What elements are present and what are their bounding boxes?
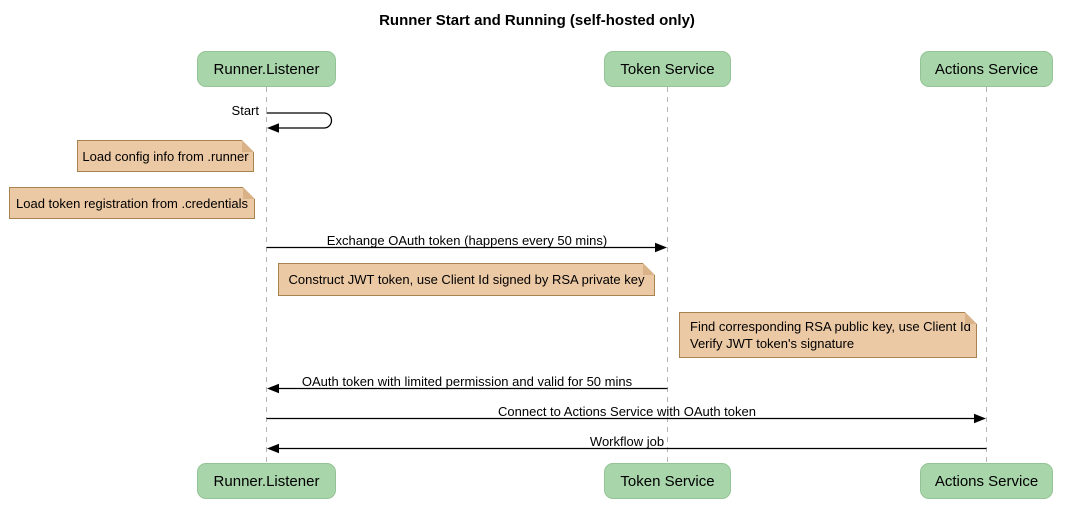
actor-bottom-token-service: Token Service [604,463,731,499]
note-load-token-registration: Load token registration from .credential… [9,187,255,219]
note-text-line-2: Verify JWT token's signature [690,336,855,351]
actor-top-actions-service: Actions Service [920,51,1053,87]
arrowhead-left-icon [267,123,279,133]
note-text: Construct JWT token, use Client Id signe… [288,272,645,287]
message-label-exchange-oauth: Exchange OAuth token (happens every 50 m… [326,233,608,248]
actor-label: Runner.Listener [213,472,320,490]
arrowhead-left-icon [267,383,279,394]
note-text: Load token registration from .credential… [16,195,248,211]
note-text-line-1: Find corresponding RSA public key, use C… [690,319,971,334]
arrowhead-right-icon [655,242,667,253]
message-label-start: Start [231,103,259,118]
note-text: Load config info from .runner [82,148,249,164]
actor-top-token-service: Token Service [604,51,731,87]
actor-label: Token Service [620,472,715,490]
message-label-workflow-job: Workflow job [589,433,665,449]
actor-bottom-runner-listener: Runner.Listener [197,463,336,499]
message-label-connect-actions: Connect to Actions Service with OAuth to… [498,403,756,419]
diagram-title: Runner Start and Running (self-hosted on… [379,12,695,29]
note-load-config: Load config info from .runner [77,140,254,172]
actor-top-runner-listener: Runner.Listener [197,51,336,87]
actor-label: Token Service [620,60,715,78]
message-label-oauth-return: OAuth token with limited permission and … [301,373,633,389]
arrowhead-left-icon [267,443,279,454]
actor-bottom-actions-service: Actions Service [920,463,1053,499]
self-message-line-start [266,112,333,129]
note-construct-jwt: Construct JWT token, use Client Id signe… [278,263,655,296]
actor-label: Actions Service [934,472,1039,490]
arrowhead-right-icon [974,413,986,424]
actor-label: Actions Service [934,60,1039,78]
note-verify-jwt: Find corresponding RSA public key, use C… [679,312,977,358]
actor-label: Runner.Listener [213,60,320,78]
